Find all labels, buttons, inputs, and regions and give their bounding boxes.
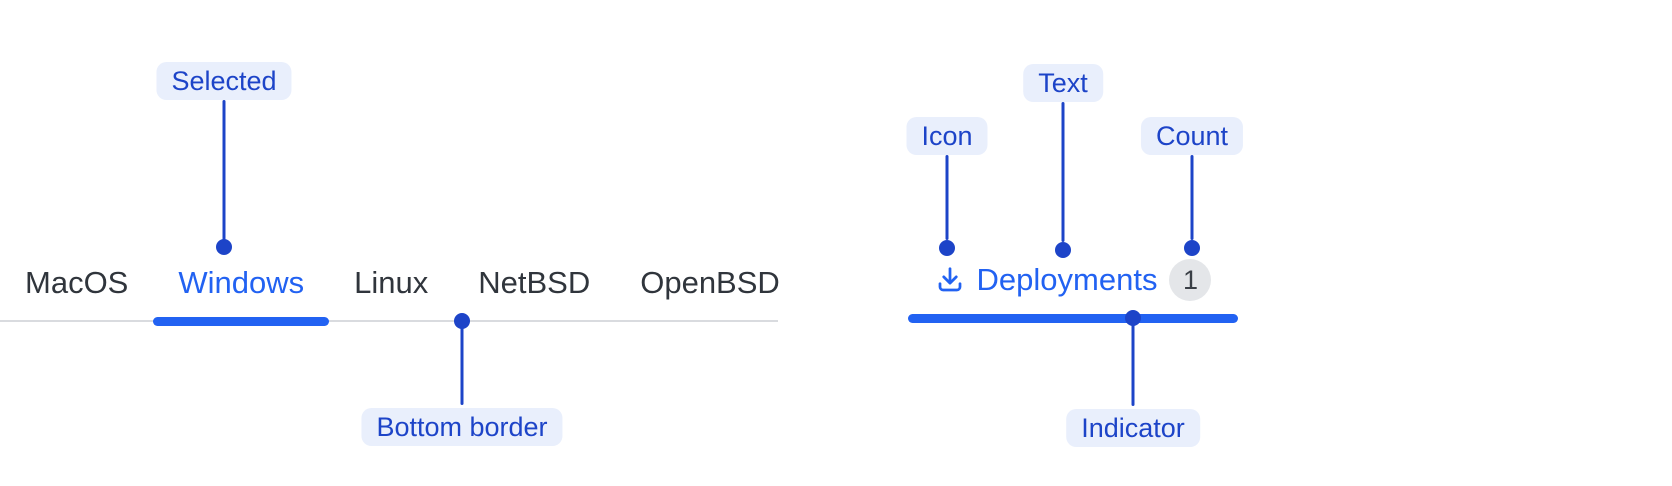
tab-linux[interactable]: Linux [329,246,453,320]
annotation-icon-label: Icon [906,117,988,155]
tab-netbsd[interactable]: NetBSD [453,246,615,320]
annotation-text-label: Text [1023,64,1103,102]
annotation-indicator-line [1131,318,1135,406]
annotation-text-dot [1055,242,1071,258]
tab-deployments-count-badge: 1 [1169,259,1212,301]
tab-macos[interactable]: MacOS [0,246,153,320]
tab-windows[interactable]: Windows [153,246,329,326]
annotation-icon-line [945,155,949,240]
tab-linux-label: Linux [354,265,429,300]
annotation-selected-dot [216,239,232,255]
annotation-selected-label: Selected [156,62,292,100]
annotation-bottom-border-label: Bottom border [361,408,563,446]
annotation-icon-dot [939,240,955,256]
tab-deployments[interactable]: Deployments 1 [908,256,1238,304]
annotation-bottom-border-line [460,321,464,405]
annotation-count-dot [1184,240,1200,256]
annotation-count-label: Count [1140,117,1244,155]
tab-bar: MacOS Windows Linux NetBSD OpenBSD [0,246,780,326]
tab-macos-label: MacOS [25,265,129,300]
tab-deployments-indicator [908,314,1238,323]
tab-deployments-label: Deployments [976,262,1158,297]
tab-netbsd-label: NetBSD [478,265,591,300]
annotation-count-line [1190,155,1194,240]
tab-openbsd[interactable]: OpenBSD [615,246,805,320]
download-icon [935,265,965,295]
tab-windows-label: Windows [178,265,305,300]
annotation-selected-line [222,100,226,240]
tab-openbsd-label: OpenBSD [640,265,780,300]
annotation-indicator-label: Indicator [1066,409,1200,447]
annotation-text-line [1061,102,1065,242]
